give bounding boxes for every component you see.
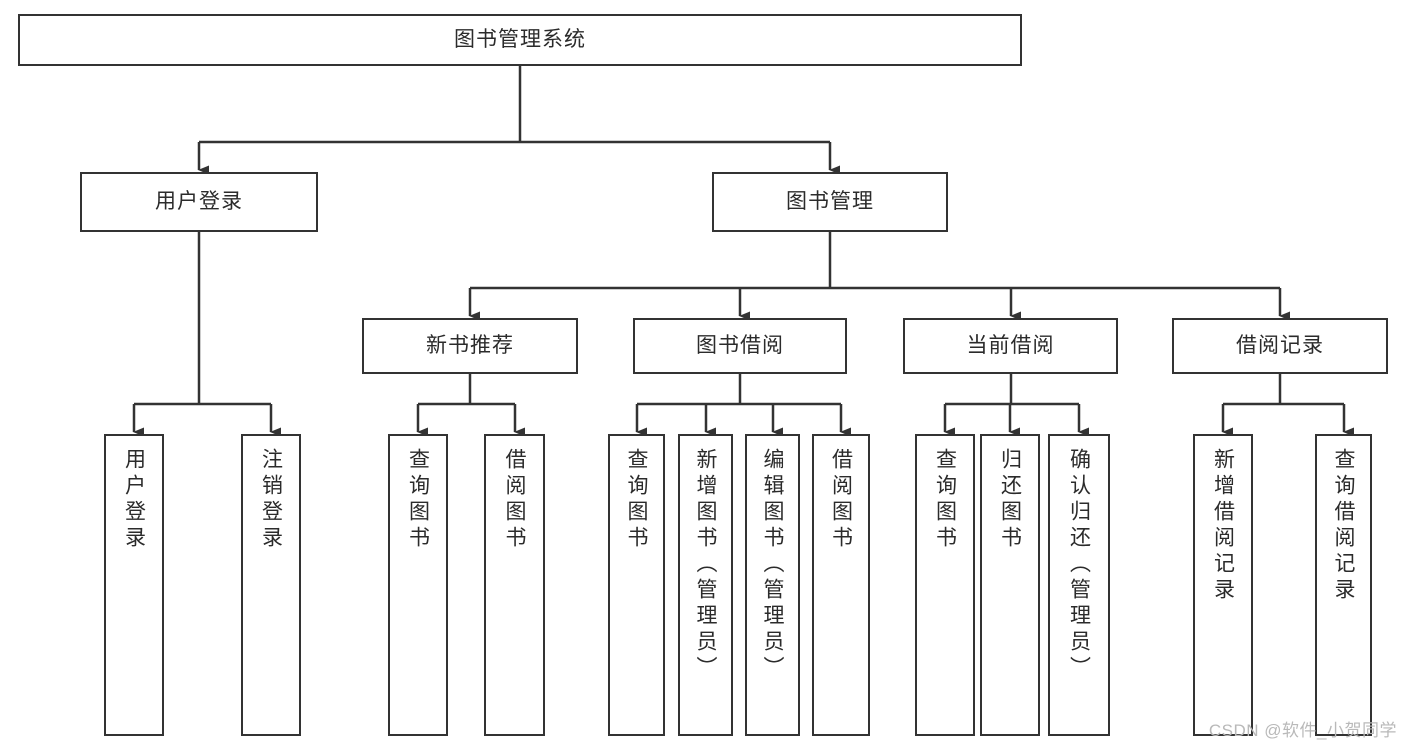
node-label: 借阅记录: [1236, 334, 1324, 358]
node-label: 查询图书: [406, 448, 430, 552]
node-label: 借阅图书: [503, 448, 526, 552]
node-current-borrow[interactable]: 当前借阅: [903, 318, 1118, 374]
node-label: 新增图书（管理员）: [694, 448, 717, 682]
node-label: 当前借阅: [966, 334, 1055, 358]
node-leaf-user-logout[interactable]: 注销登录: [241, 434, 301, 736]
node-label: 借阅图书: [829, 448, 853, 552]
node-new-book-rec[interactable]: 新书推荐: [362, 318, 578, 374]
node-label: 用户登录: [122, 448, 146, 552]
node-user-login[interactable]: 用户登录: [80, 172, 318, 232]
node-leaf-query-record[interactable]: 查询借阅记录: [1315, 434, 1372, 736]
node-leaf-add-book[interactable]: 新增图书（管理员）: [678, 434, 733, 736]
node-label: 注销登录: [259, 448, 283, 552]
node-book-manage[interactable]: 图书管理: [712, 172, 948, 232]
node-book-borrow[interactable]: 图书借阅: [633, 318, 847, 374]
node-label: 查询图书: [933, 448, 957, 552]
node-label: 查询借阅记录: [1332, 448, 1355, 604]
node-label: 图书管理: [786, 190, 874, 214]
node-leaf-confirm-return[interactable]: 确认归还（管理员）: [1048, 434, 1110, 736]
node-label: 图书借阅: [696, 334, 784, 358]
node-label: 新增借阅记录: [1211, 448, 1235, 604]
node-label: 确认归还（管理员）: [1067, 448, 1091, 682]
node-leaf-query-book-2[interactable]: 查询图书: [608, 434, 665, 736]
node-label: 用户登录: [155, 190, 243, 214]
node-label: 归还图书: [998, 448, 1022, 552]
node-label: 图书管理系统: [454, 28, 586, 52]
node-label: 新书推荐: [426, 334, 514, 358]
node-leaf-borrow-book-1[interactable]: 借阅图书: [484, 434, 545, 736]
node-root[interactable]: 图书管理系统: [18, 14, 1022, 66]
node-leaf-query-book-3[interactable]: 查询图书: [915, 434, 975, 736]
node-leaf-borrow-book-2[interactable]: 借阅图书: [812, 434, 870, 736]
node-leaf-user-login[interactable]: 用户登录: [104, 434, 164, 736]
node-leaf-return-book[interactable]: 归还图书: [980, 434, 1040, 736]
node-label: 查询图书: [625, 448, 648, 552]
node-leaf-edit-book[interactable]: 编辑图书（管理员）: [745, 434, 800, 736]
node-leaf-query-book-1[interactable]: 查询图书: [388, 434, 448, 736]
node-label: 编辑图书（管理员）: [761, 448, 784, 682]
node-leaf-add-record[interactable]: 新增借阅记录: [1193, 434, 1253, 736]
node-borrow-record[interactable]: 借阅记录: [1172, 318, 1388, 374]
